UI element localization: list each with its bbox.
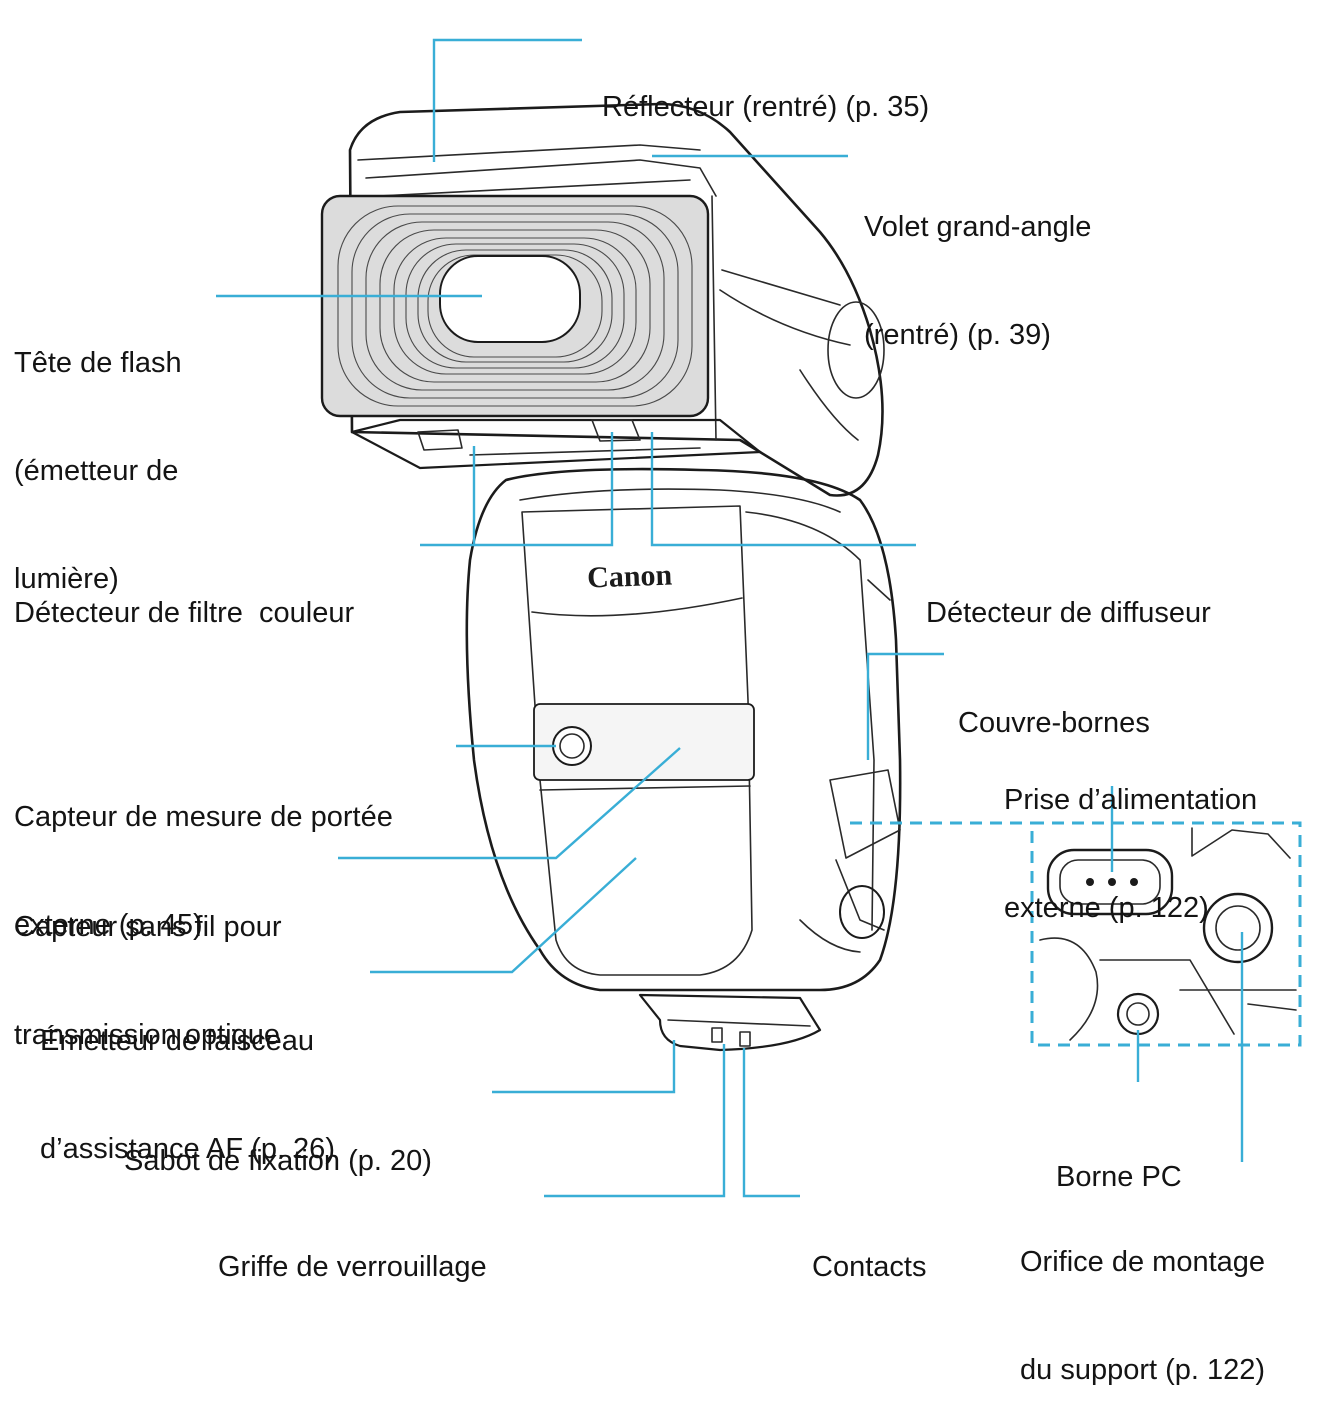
label-range-sensor: Capteur de mesure de portée externe (p. … [14,801,393,941]
label-wide-panel: Volet grand-angle (rentré) (p. 39) [864,211,1092,351]
label-pc-terminal: Borne PC [1056,1161,1182,1193]
label-contacts: Contacts [812,1251,927,1283]
label-mounting-foot: Sabot de fixation (p. 20) [124,1145,432,1177]
range-sensor-lens [552,726,592,766]
speedlite-diagram: Canon [216,38,1302,1198]
terminal-detail-inset [850,821,1302,1047]
label-flash-head: Tête de flash (émetteur de lumière) [14,347,182,595]
label-diffuser-detector: Détecteur de diffuseur [926,597,1211,629]
leader-lines [216,38,1244,1198]
brand-logo: Canon [587,559,673,595]
flash-head [320,102,885,497]
label-mount-hole: Orifice de montage du support (p. 122) [1020,1246,1266,1386]
flash-body [465,467,902,1052]
label-af-emitter: Émetteur de faisceau d’assistance AF (p.… [40,1025,335,1165]
label-power-socket: Prise d’alimentation externe (p. 122) [1004,784,1258,924]
flash-tube-window [439,255,581,343]
label-locking-pin: Griffe de verrouillage [218,1251,487,1283]
fresnel-rings [337,205,693,407]
label-color-filter-detector: Détecteur de filtre couleur [14,597,355,629]
label-wireless-sensor: Capteur sans fil pour transmission optiq… [14,911,282,1051]
label-reflector: Réflecteur (rentré) (p. 35) [602,91,930,123]
label-terminal-cover: Couvre-bornes [958,707,1150,739]
